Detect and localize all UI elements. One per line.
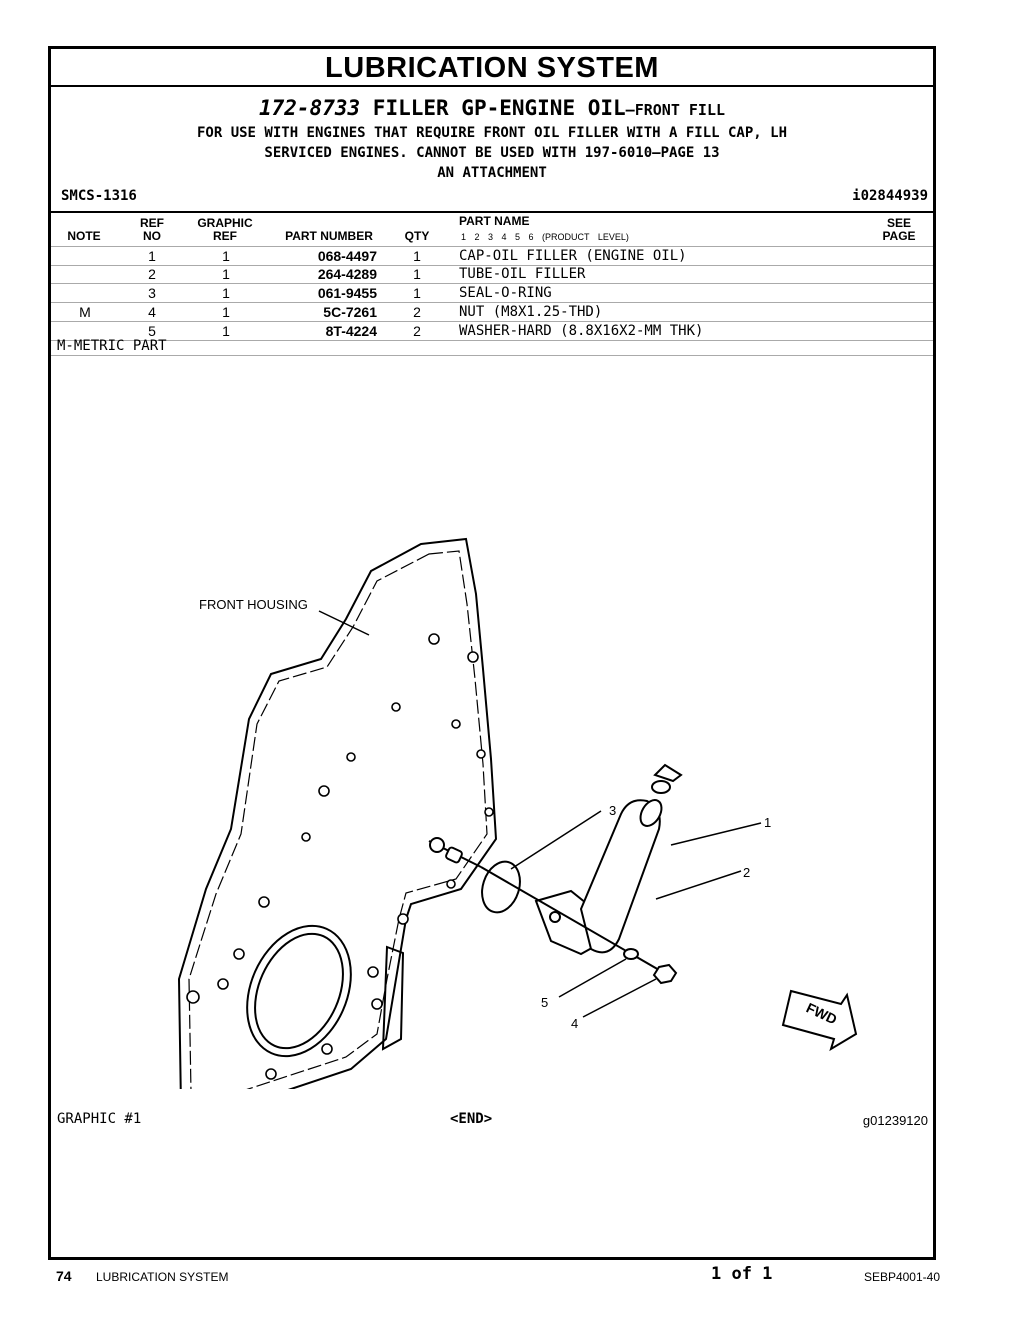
metric-footnote: M-METRIC PART — [57, 338, 167, 354]
row-ref-no: 5 — [148, 323, 156, 339]
description-line: SERVICED ENGINES. CANNOT BE USED WITH 19… — [264, 145, 720, 161]
table-row: 5 1 8T-4224 2 WASHER-HARD (8.8X16X2-MM T… — [51, 322, 933, 341]
row-part-number: 068-4497 — [317, 248, 377, 264]
callout-3: 3 — [609, 803, 616, 818]
graphic-label: GRAPHIC #1 — [57, 1111, 142, 1127]
col-see-line1: SEE — [886, 216, 911, 230]
end-marker: <END> — [450, 1111, 493, 1127]
callout-1: 1 — [764, 815, 771, 830]
row-part-number: 264-4289 — [317, 266, 377, 282]
group-heading: 172-8733 FILLER GP-ENGINE OIL—FRONT FILL — [51, 95, 933, 123]
col-qty: QTY — [404, 229, 430, 243]
col-graphic-line2: REF — [213, 229, 237, 243]
group-name: FILLER GP-ENGINE OIL — [372, 96, 626, 120]
row-ref-no: 2 — [148, 266, 156, 282]
col-product-level: 1 2 3 4 5 6 (PRODUCT LEVEL) — [461, 232, 629, 242]
smcs-code: SMCS-1316 — [61, 188, 137, 204]
row-part-name: SEAL-O-RING — [459, 285, 552, 301]
section-title: LUBRICATION SYSTEM — [325, 52, 659, 84]
row-qty: 2 — [413, 323, 421, 339]
sheet-count: 1 of 1 — [711, 1264, 773, 1284]
graphic-id: g01239120 — [862, 1113, 928, 1128]
filler-studs — [428, 837, 482, 868]
front-housing-drawing — [177, 537, 498, 1089]
row-part-number: 5C-7261 — [323, 304, 377, 320]
group-suffix: —FRONT FILL — [625, 101, 726, 119]
table-row: 2 1 264-4289 1 TUBE-OIL FILLER — [51, 265, 933, 284]
row-graphic-ref: 1 — [222, 323, 230, 339]
filler-cap-drawing — [651, 763, 683, 794]
footer-section: LUBRICATION SYSTEM — [96, 1270, 229, 1284]
filler-tube-drawing — [534, 799, 663, 956]
row-graphic-ref: 1 — [222, 304, 230, 320]
row-part-name: CAP-OIL FILLER (ENGINE OIL) — [459, 248, 687, 264]
row-ref-no: 3 — [148, 285, 156, 301]
col-part-name: PART NAME — [459, 214, 530, 228]
header-divider — [51, 211, 933, 213]
row-qty: 1 — [413, 248, 421, 264]
col-graphic-line1: GRAPHIC — [197, 216, 253, 230]
fwd-arrow-icon: FWD — [781, 989, 858, 1052]
row-ref-no: 4 — [148, 304, 156, 320]
description-line: AN ATTACHMENT — [437, 165, 547, 181]
row-part-number: 061-9455 — [317, 285, 377, 301]
col-ref-line1: REF — [140, 216, 164, 230]
row-part-name: WASHER-HARD (8.8X16X2-MM THK) — [459, 323, 704, 339]
table-row: 3 1 061-9455 1 SEAL-O-RING — [51, 284, 933, 303]
row-qty: 2 — [413, 304, 421, 320]
callout-5: 5 — [541, 995, 548, 1010]
callout-4: 4 — [571, 1016, 578, 1031]
housing-bolts — [186, 633, 494, 1080]
parts-illustration: FWD FRONT HOUSING 1 2 3 4 5 — [177, 537, 858, 1089]
front-housing-label: FRONT HOUSING — [199, 597, 308, 612]
col-see-line2: PAGE — [882, 229, 916, 243]
col-graphic-ref: GRAPHIC REF — [189, 217, 261, 243]
group-part-number: 172-8733 — [258, 96, 361, 120]
page-frame: LUBRICATION SYSTEM 172-8733 FILLER GP-EN… — [48, 46, 936, 1260]
col-see-page: SEE PAGE — [871, 217, 927, 243]
row-part-number: 8T-4224 — [325, 323, 377, 339]
footnote-divider — [51, 355, 933, 356]
row-qty: 1 — [413, 266, 421, 282]
col-note: NOTE — [67, 229, 101, 243]
table-row: 1 1 068-4497 1 CAP-OIL FILLER (ENGINE OI… — [51, 246, 933, 266]
row-note: M — [79, 304, 91, 320]
row-part-name: TUBE-OIL FILLER — [459, 266, 586, 282]
table-row: M 4 1 5C-7261 2 NUT (M8X1.25-THD) — [51, 303, 933, 322]
row-graphic-ref: 1 — [222, 266, 230, 282]
info-reference: i02844939 — [852, 188, 928, 204]
group-description: FOR USE WITH ENGINES THAT REQUIRE FRONT … — [51, 123, 933, 183]
row-ref-no: 1 — [148, 248, 156, 264]
title-divider — [51, 85, 933, 87]
row-graphic-ref: 1 — [222, 248, 230, 264]
row-part-name: NUT (M8X1.25-THD) — [459, 304, 603, 320]
document-number: SEBP4001-40 — [863, 1270, 940, 1284]
page-number: 74 — [56, 1268, 72, 1284]
col-part-number: PART NUMBER — [285, 229, 373, 243]
row-graphic-ref: 1 — [222, 285, 230, 301]
callout-leaders — [318, 610, 762, 1018]
o-ring-drawing — [481, 860, 521, 914]
description-line: FOR USE WITH ENGINES THAT REQUIRE FRONT … — [196, 125, 787, 141]
col-ref-line2: NO — [143, 229, 161, 243]
washer-nut-drawing — [480, 866, 678, 985]
col-ref-no: REF NO — [131, 217, 173, 243]
row-qty: 1 — [413, 285, 421, 301]
callout-2: 2 — [743, 865, 750, 880]
